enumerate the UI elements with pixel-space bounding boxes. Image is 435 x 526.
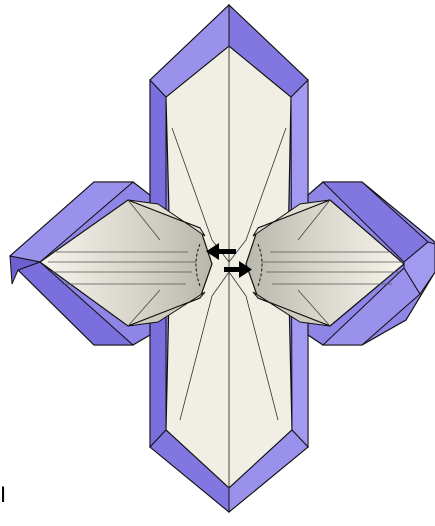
edge-glyph: I — [0, 484, 6, 506]
